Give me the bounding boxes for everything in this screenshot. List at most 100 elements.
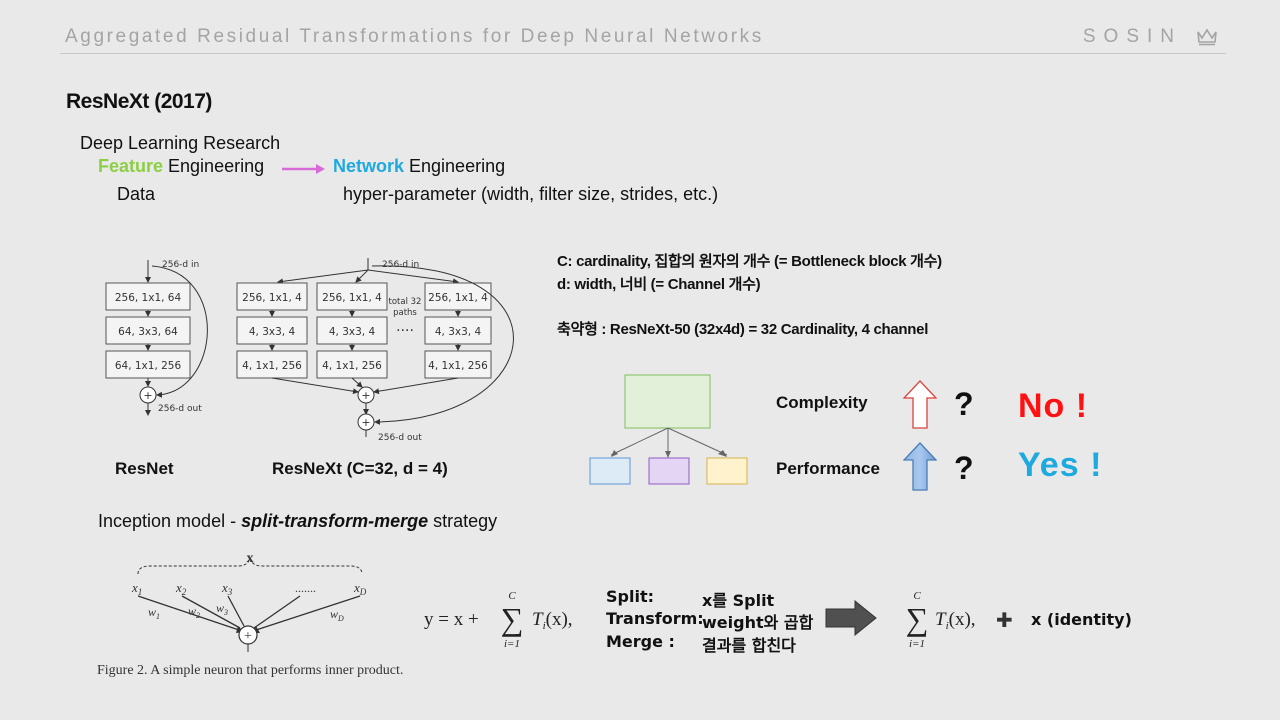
resnext-path2-layer2 (316, 316, 388, 345)
resnext-path1-layer3-label: 4, 1x1, 256 (242, 360, 302, 372)
crown-icon (1197, 28, 1217, 46)
split-tree-diagram (589, 374, 748, 485)
split-key: Split: (606, 587, 654, 606)
paths-label-1: total 32 (389, 297, 422, 307)
neuron-x-label: x (247, 551, 254, 566)
complexity-question: ? (954, 386, 974, 422)
resnext-path2-layer3 (316, 350, 388, 379)
inception-strategy: split-transform-merge (241, 511, 429, 531)
resnet-skip (151, 265, 208, 398)
tree-root-box (624, 374, 711, 429)
no-answer: No ! (1018, 387, 1089, 425)
network-engineering: Network Engineering (333, 156, 505, 177)
split-value: x를 Split (702, 591, 775, 610)
performance-question: ? (954, 450, 974, 486)
slide-title: ResNeXt (2017) (66, 90, 212, 113)
svg-text:+: + (361, 389, 370, 402)
svg-text:+: + (143, 389, 152, 402)
research-label: Deep Learning Research (80, 133, 281, 153)
resnext-path2-layer1-label: 256, 1x1, 4 (322, 292, 382, 304)
paths-label-2: paths (393, 308, 417, 318)
header-divider (60, 53, 1226, 54)
abbreviation-definition: 축약형 : ResNeXt-50 (32x4d) = 32 Cardinalit… (557, 321, 929, 338)
network-word: Network (333, 156, 405, 176)
svg-text:∑: ∑ (501, 601, 524, 637)
performance-label: Performance (776, 459, 880, 478)
resnext-path32-layer3-label: 4, 1x1, 256 (428, 360, 488, 372)
identity-label: x (identity) (1031, 610, 1132, 629)
merge-key: Merge : (606, 632, 675, 651)
up-arrow-outline-icon (903, 380, 937, 429)
neuron-input-d: xD (353, 580, 367, 597)
neuron-dots: ....... (295, 581, 316, 595)
weight-d: wD (330, 607, 344, 623)
weight-3: w3 (216, 601, 228, 617)
result-term: Ti(x), (935, 609, 976, 632)
transform-key: Transform: (606, 609, 704, 628)
formula-lhs: y = x + (424, 609, 479, 630)
cardinality-definition: C: cardinality, 집합의 원자의 개수 (= Bottleneck… (557, 253, 942, 270)
resnet-layer-3-label: 64, 1x1, 256 (115, 360, 182, 372)
weight-2: w2 (188, 604, 200, 620)
hyperparameter-label: hyper-parameter (width, filter size, str… (343, 184, 719, 204)
resnext-path32-layer3 (424, 350, 492, 379)
figure-caption: Figure 2. A simple neuron that performs … (97, 663, 404, 678)
resnet-out-label: 256-d out (158, 404, 202, 414)
network-engineering-word: Engineering (404, 156, 506, 176)
arrow-right-icon (282, 164, 325, 174)
inception-line: Inception model - split-transform-merge … (98, 511, 497, 532)
resnext-caption: ResNeXt (C=32, d = 4) (272, 459, 448, 478)
resnet-in-label: 256-d in (162, 260, 199, 270)
neuron-input-3: x3 (221, 580, 233, 597)
aggregation-formula: y = x + C ∑ i=1 Ti(x), (424, 590, 573, 650)
resnext-path32-layer2-label: 4, 3x3, 4 (435, 326, 482, 338)
resnext-path32-layer1-label: 256, 1x1, 4 (428, 292, 488, 304)
neuron-input-2: x2 (175, 580, 187, 597)
resnext-skip (371, 265, 514, 425)
feature-engineering: Feature Engineering (98, 156, 264, 177)
merge-value: 결과를 합친다 (702, 636, 796, 655)
resnext-path2-layer3-label: 4, 1x1, 256 (322, 360, 382, 372)
formula-term: Ti(x), (532, 609, 573, 632)
neuron-input-1: x1 (131, 580, 142, 597)
svg-text:+: + (361, 416, 370, 429)
up-arrow-filled-icon (903, 442, 937, 491)
complexity-label: Complexity (776, 393, 868, 412)
tree-right-box (706, 457, 748, 485)
plus-icon: ✚ (996, 608, 1013, 632)
formula-sum-top: C (508, 590, 516, 602)
paths-dots: ···· (396, 323, 414, 339)
resnext-path2-layer1 (316, 282, 388, 311)
tree-left-box (589, 457, 631, 485)
neuron-plus: + (244, 629, 252, 644)
resnext-path1-layer1-label: 256, 1x1, 4 (242, 292, 302, 304)
resnet-layer-1 (105, 282, 191, 311)
data-label: Data (117, 184, 156, 204)
weight-1: w1 (148, 605, 160, 621)
tree-mid-box (648, 457, 690, 485)
resnet-layer-1-label: 256, 1x1, 64 (115, 292, 182, 304)
resnet-layer-2-label: 64, 3x3, 64 (118, 326, 178, 338)
result-sum-top: C (913, 590, 921, 602)
resnext-path1-layer3 (236, 350, 308, 379)
header-title: Aggregated Residual Transformations for … (65, 26, 764, 47)
formula-sum-bottom: i=1 (504, 638, 520, 650)
resnext-path1-layer2-label: 4, 3x3, 4 (249, 326, 296, 338)
feature-word: Feature (98, 156, 164, 176)
yes-answer: Yes ! (1018, 446, 1103, 484)
resnet-caption: ResNet (115, 459, 174, 478)
result-formula: C ∑ i=1 Ti(x), (906, 590, 976, 650)
resnext-out-label: 256-d out (378, 433, 422, 443)
brand-name: SOSIN (1082, 26, 1182, 47)
resnext-path2-layer2-label: 4, 3x3, 4 (329, 326, 376, 338)
transform-value: weight와 곱합 (702, 613, 814, 632)
neuron-figure: x x1 x2 x3 ....... xD w1 w2 w3 wD + (131, 551, 367, 652)
inception-suffix: strategy (428, 511, 498, 531)
block-diagram: 256-d in 256, 1x1, 64 64, 3x3, 64 64, 1x… (105, 258, 514, 443)
feature-engineering-word: Engineering (163, 156, 265, 176)
svg-text:∑: ∑ (906, 601, 929, 637)
result-sum-bottom: i=1 (909, 638, 925, 650)
resnext-in-label: 256-d in (382, 260, 419, 270)
width-definition: d: width, 너비 (= Channel 개수) (557, 276, 761, 293)
inception-prefix: Inception model - (98, 511, 242, 531)
